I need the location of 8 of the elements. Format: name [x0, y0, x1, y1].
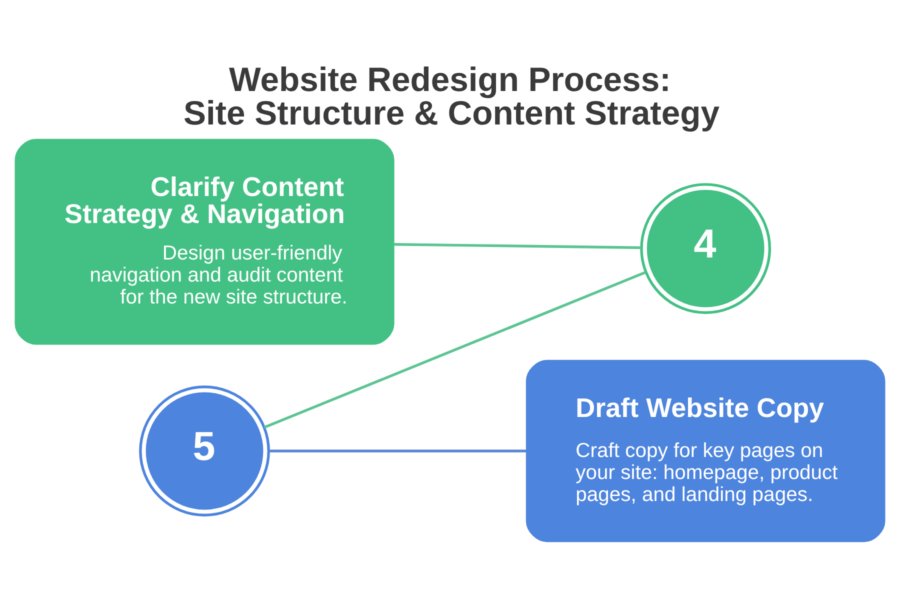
node-circle: 5: [139, 386, 270, 516]
node-box: Draft Website Copy Craft copy for key pages on your site: homepage, product pages, and landing pages.: [526, 360, 886, 542]
node-box: Clarify Content Strategy & Navigation Design user-friendly navigation and audit content for the new site structure.: [14, 138, 394, 345]
node-circle: 4: [640, 183, 772, 314]
connector: [264, 271, 646, 429]
connector: [268, 450, 527, 452]
diagram-title: Website Redesign Process: Site Structure & Content Strategy: [183, 60, 720, 133]
connector: [394, 243, 642, 250]
